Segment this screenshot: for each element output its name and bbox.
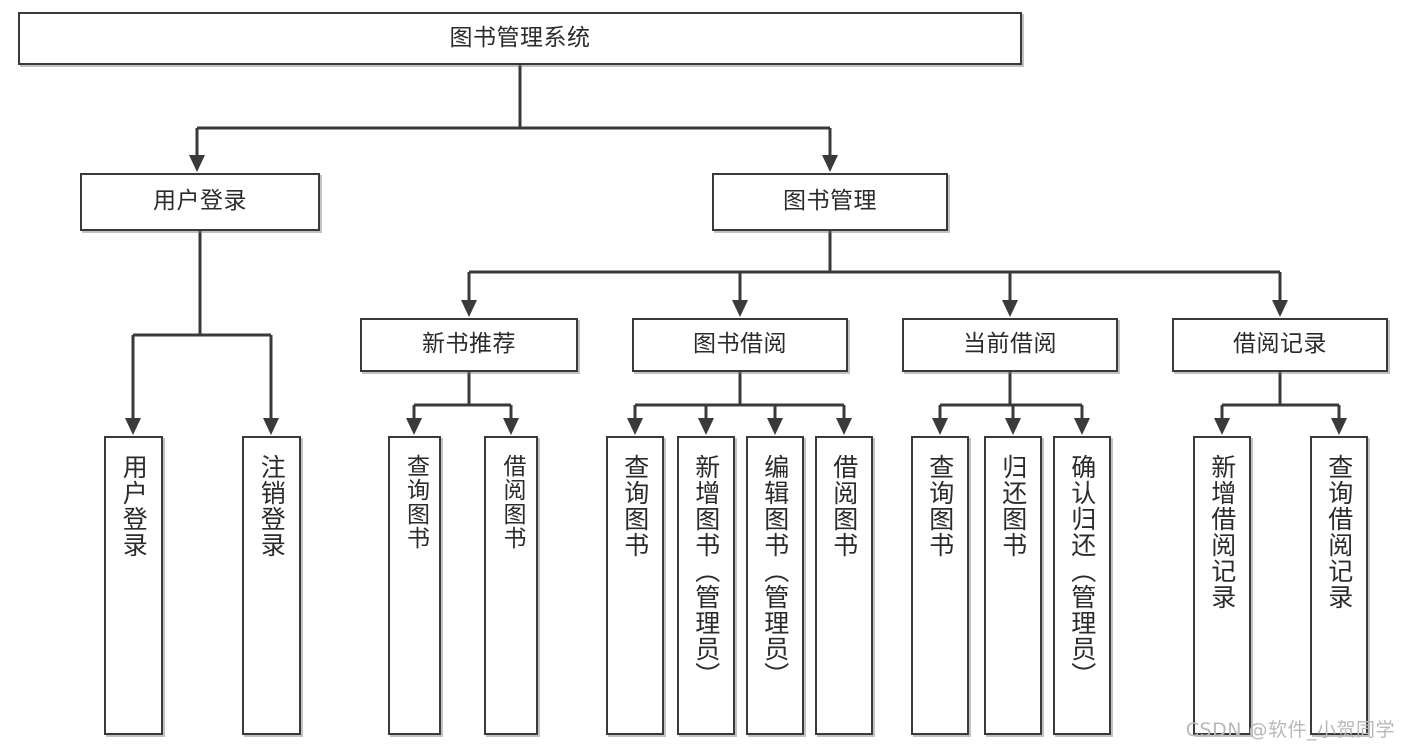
node-label-leaf-query-book-recommend: 查询图书 (402, 454, 429, 550)
arrow-head-user-login-0 (125, 418, 141, 435)
node-user-login[interactable]: 用户登录 (80, 173, 320, 231)
node-current-borrow[interactable]: 当前借阅 (902, 318, 1118, 372)
arrow-head-current-borrow-0 (932, 418, 948, 435)
arrow-head-book-borrow-1 (698, 418, 714, 435)
node-root[interactable]: 图书管理系统 (18, 12, 1022, 65)
node-label-borrow-record: 借阅记录 (1233, 331, 1327, 358)
node-borrow-record[interactable]: 借阅记录 (1172, 318, 1388, 372)
node-leaf-query-book-borrow[interactable]: 查询图书 (606, 436, 664, 735)
arrow-head-current-borrow-1 (1005, 418, 1021, 435)
node-leaf-edit-book-admin[interactable]: 编辑图书（管理员） (746, 436, 804, 735)
node-label-book-borrow: 图书借阅 (693, 331, 787, 358)
node-leaf-query-book-current[interactable]: 查询图书 (911, 436, 969, 735)
arrow-head-borrow-record-0 (1214, 418, 1230, 435)
node-label-leaf-user-login: 用户登录 (119, 454, 149, 558)
arrow-head-book-borrow-0 (627, 418, 643, 435)
arrow-head-new-book-recommend-1 (503, 418, 519, 435)
node-leaf-return-book[interactable]: 归还图书 (984, 436, 1042, 735)
node-label-leaf-borrow-book-recommend: 借阅图书 (498, 454, 525, 550)
node-leaf-query-borrow-record[interactable]: 查询借阅记录 (1310, 436, 1368, 735)
node-label-leaf-edit-book-admin: 编辑图书（管理员） (760, 454, 790, 688)
node-label-new-book-recommend: 新书推荐 (422, 331, 516, 358)
node-leaf-add-borrow-record[interactable]: 新增借阅记录 (1193, 436, 1251, 735)
node-leaf-borrow-book-recommend[interactable]: 借阅图书 (484, 436, 538, 735)
arrow-head-root-1 (822, 155, 838, 172)
arrow-head-user-login-1 (263, 418, 279, 435)
node-leaf-user-login[interactable]: 用户登录 (104, 436, 163, 735)
arrow-head-book-borrow-3 (836, 418, 852, 435)
node-leaf-logout[interactable]: 注销登录 (242, 436, 301, 735)
arrow-head-borrow-record-1 (1331, 418, 1347, 435)
node-label-current-borrow: 当前借阅 (963, 331, 1057, 358)
node-label-leaf-query-borrow-record: 查询借阅记录 (1324, 454, 1354, 610)
arrow-head-current-borrow-2 (1074, 418, 1090, 435)
node-book-borrow[interactable]: 图书借阅 (632, 318, 848, 372)
node-book-manage[interactable]: 图书管理 (712, 173, 948, 231)
node-label-leaf-logout: 注销登录 (257, 454, 287, 558)
node-label-leaf-query-book-borrow: 查询图书 (620, 454, 650, 558)
node-new-book-recommend[interactable]: 新书推荐 (360, 318, 578, 372)
node-label-root: 图书管理系统 (449, 24, 591, 51)
arrow-head-book-manage-1 (732, 300, 748, 317)
node-label-leaf-borrow-book: 借阅图书 (829, 454, 859, 558)
node-label-leaf-query-book-current: 查询图书 (925, 454, 955, 558)
arrow-head-root-0 (189, 155, 205, 172)
arrow-head-book-manage-3 (1272, 300, 1288, 317)
arrow-head-book-manage-2 (1002, 300, 1018, 317)
arrow-head-new-book-recommend-0 (406, 418, 422, 435)
node-label-leaf-add-borrow-record: 新增借阅记录 (1207, 454, 1237, 610)
node-label-leaf-return-book: 归还图书 (998, 454, 1028, 558)
node-label-leaf-add-book-admin: 新增图书（管理员） (691, 454, 721, 688)
node-leaf-confirm-return-admin[interactable]: 确认归还（管理员） (1053, 436, 1111, 735)
arrow-head-book-borrow-2 (767, 418, 783, 435)
node-label-user-login: 用户登录 (153, 188, 247, 215)
node-label-leaf-confirm-return-admin: 确认归还（管理员） (1067, 454, 1097, 688)
arrow-head-book-manage-0 (461, 300, 477, 317)
node-leaf-query-book-recommend[interactable]: 查询图书 (388, 436, 441, 735)
node-label-book-manage: 图书管理 (783, 188, 877, 215)
node-leaf-add-book-admin[interactable]: 新增图书（管理员） (677, 436, 735, 735)
node-leaf-borrow-book[interactable]: 借阅图书 (815, 436, 873, 735)
